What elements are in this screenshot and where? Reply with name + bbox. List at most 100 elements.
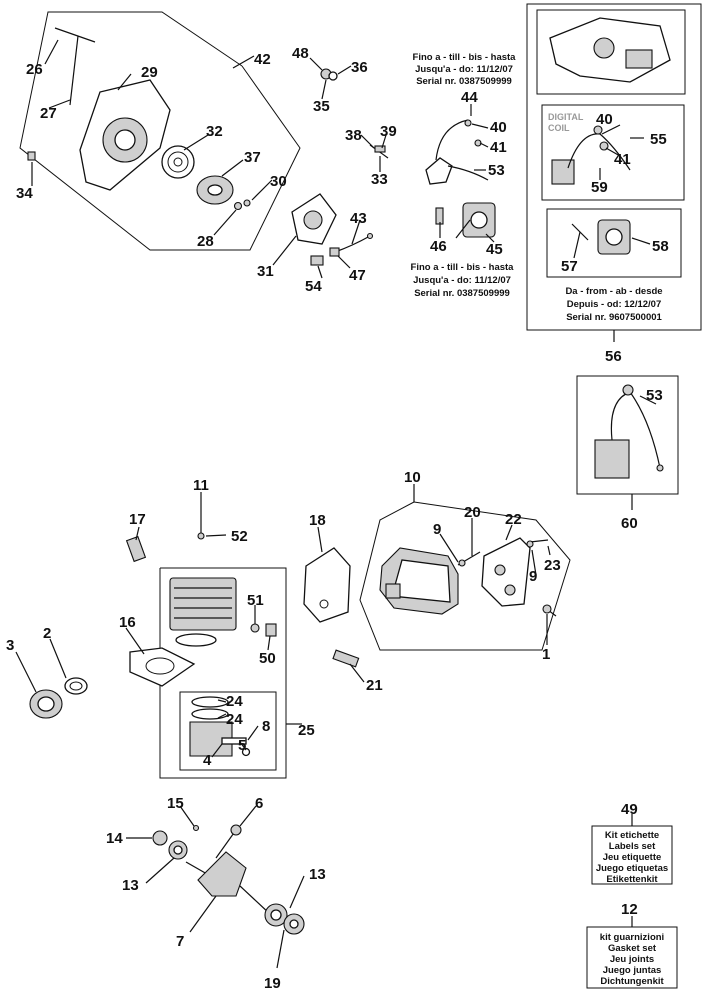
callout-7: 7 (176, 933, 184, 950)
new-type-frame (526, 3, 702, 342)
callout-53a: 53 (488, 162, 505, 179)
labels-kit-line: Kit etichette (605, 830, 659, 841)
callout-24a: 24 (226, 693, 243, 710)
callout-52: 52 (231, 528, 248, 545)
callout-17: 17 (129, 511, 146, 528)
callout-12: 12 (621, 901, 638, 918)
callout-4: 4 (203, 752, 212, 769)
part-saw-thumbnail (536, 9, 686, 95)
callout-54: 54 (305, 278, 322, 295)
starter-group-outline (19, 11, 301, 251)
labels-kit-line: Juego etiquetas (596, 863, 668, 874)
callout-38: 38 (345, 127, 362, 144)
part-t-wrench (54, 27, 96, 106)
gasket-kit-text: kit guarnizioni Gasket set Jeu joints Ju… (600, 932, 665, 987)
callout-14: 14 (106, 830, 123, 847)
callout-13a: 13 (122, 877, 139, 894)
callout-18: 18 (309, 512, 326, 529)
callout-20: 20 (464, 504, 481, 521)
part-decompression-valve (250, 623, 277, 637)
callout-5: 5 (238, 737, 246, 754)
callout-35: 35 (313, 98, 330, 115)
callout-28: 28 (197, 233, 214, 250)
gasket-kit-line: Gasket set (608, 943, 657, 954)
callout-56: 56 (605, 348, 622, 365)
note-from-line: Depuis - od: 12/12/07 (567, 299, 662, 310)
callout-40a: 40 (490, 119, 507, 136)
callout-47: 47 (349, 267, 366, 284)
callout-34: 34 (16, 185, 33, 202)
part-cylinder-gasket (129, 647, 196, 687)
callout-10: 10 (404, 469, 421, 486)
callout-29: 29 (141, 64, 158, 81)
callout-40b: 40 (596, 111, 613, 128)
callout-51: 51 (247, 592, 264, 609)
part-starter-spring (161, 145, 195, 179)
labels-kit-line: Labels set (609, 841, 656, 852)
callout-37: 37 (244, 149, 261, 166)
part-digital-coil (541, 104, 685, 201)
part-small-washers (27, 151, 251, 211)
part-flywheel-old (435, 202, 496, 238)
callout-42: 42 (254, 51, 271, 68)
callout-53b: 53 (646, 387, 663, 404)
callout-26: 26 (26, 61, 43, 78)
callout-36: 36 (351, 59, 368, 76)
gasket-kit-line: Juego juntas (603, 965, 662, 976)
gasket-kit-line: Dichtungenkit (600, 976, 664, 987)
part-ignition-coil-old (425, 119, 489, 185)
callout-15: 15 (167, 795, 184, 812)
part-muffler-screws (457, 539, 557, 617)
part-starter-housing (79, 79, 171, 191)
callout-31: 31 (257, 263, 274, 280)
note-until-bottom: Fino a - till - bis - hasta Jusqu'a - do… (411, 262, 515, 299)
callout-2: 2 (43, 625, 51, 642)
note-until-top-line: Serial nr. 0387509999 (416, 76, 512, 87)
callout-41a: 41 (490, 139, 507, 156)
part-rope-pulley (196, 175, 234, 205)
note-until-bottom-line: Fino a - till - bis - hasta (411, 262, 515, 273)
part-flywheel-plate (291, 193, 337, 245)
callout-33: 33 (371, 171, 388, 188)
labels-kit-line: Etikettenkit (606, 874, 658, 885)
callout-11: 11 (193, 477, 209, 494)
callout-45: 45 (486, 241, 503, 258)
callout-3: 3 (6, 637, 14, 654)
gasket-kit-line: Jeu joints (610, 954, 654, 965)
digital-coil-line: COIL (548, 123, 570, 133)
callout-6: 6 (255, 795, 263, 812)
callout-46: 46 (430, 238, 447, 255)
callout-8: 8 (262, 718, 270, 735)
callout-60: 60 (621, 515, 638, 532)
digital-coil-label: DIGITAL COIL (548, 112, 584, 133)
labels-kit-text: Kit etichette Labels set Jeu etiquette J… (596, 830, 668, 885)
gasket-kit-frame (586, 916, 678, 989)
part-coil-box (576, 375, 679, 510)
part-cylinder (169, 577, 237, 647)
part-intake-manifold (29, 689, 63, 719)
callout-59: 59 (591, 179, 608, 196)
part-impulse-hose (332, 649, 360, 668)
digital-coil-line: DIGITAL (548, 112, 584, 122)
part-heat-shield (303, 547, 351, 623)
callout-22: 22 (505, 511, 522, 528)
part-spark-plug (125, 535, 147, 563)
note-from-line: Serial nr. 9607500001 (566, 312, 662, 323)
part-clamp (64, 677, 88, 695)
callout-1: 1 (542, 646, 550, 663)
note-from: Da - from - ab - desde Depuis - od: 12/1… (565, 286, 662, 323)
callout-32: 32 (206, 123, 223, 140)
labels-kit-line: Jeu etiquette (603, 852, 662, 863)
callout-30: 30 (270, 173, 287, 190)
note-until-top: Fino a - till - bis - hasta Jusqu'a - do… (413, 52, 517, 87)
callout-16: 16 (119, 614, 136, 631)
callout-50: 50 (259, 650, 276, 667)
callout-13b: 13 (309, 866, 326, 883)
callout-24b: 24 (226, 711, 243, 728)
callout-55: 55 (650, 131, 667, 148)
part-crankshaft (185, 824, 271, 915)
note-until-top-line: Fino a - till - bis - hasta (413, 52, 517, 63)
part-screw-11 (197, 520, 205, 540)
gasket-kit-line: kit guarnizioni (600, 932, 664, 943)
leader-lines (15, 39, 657, 969)
